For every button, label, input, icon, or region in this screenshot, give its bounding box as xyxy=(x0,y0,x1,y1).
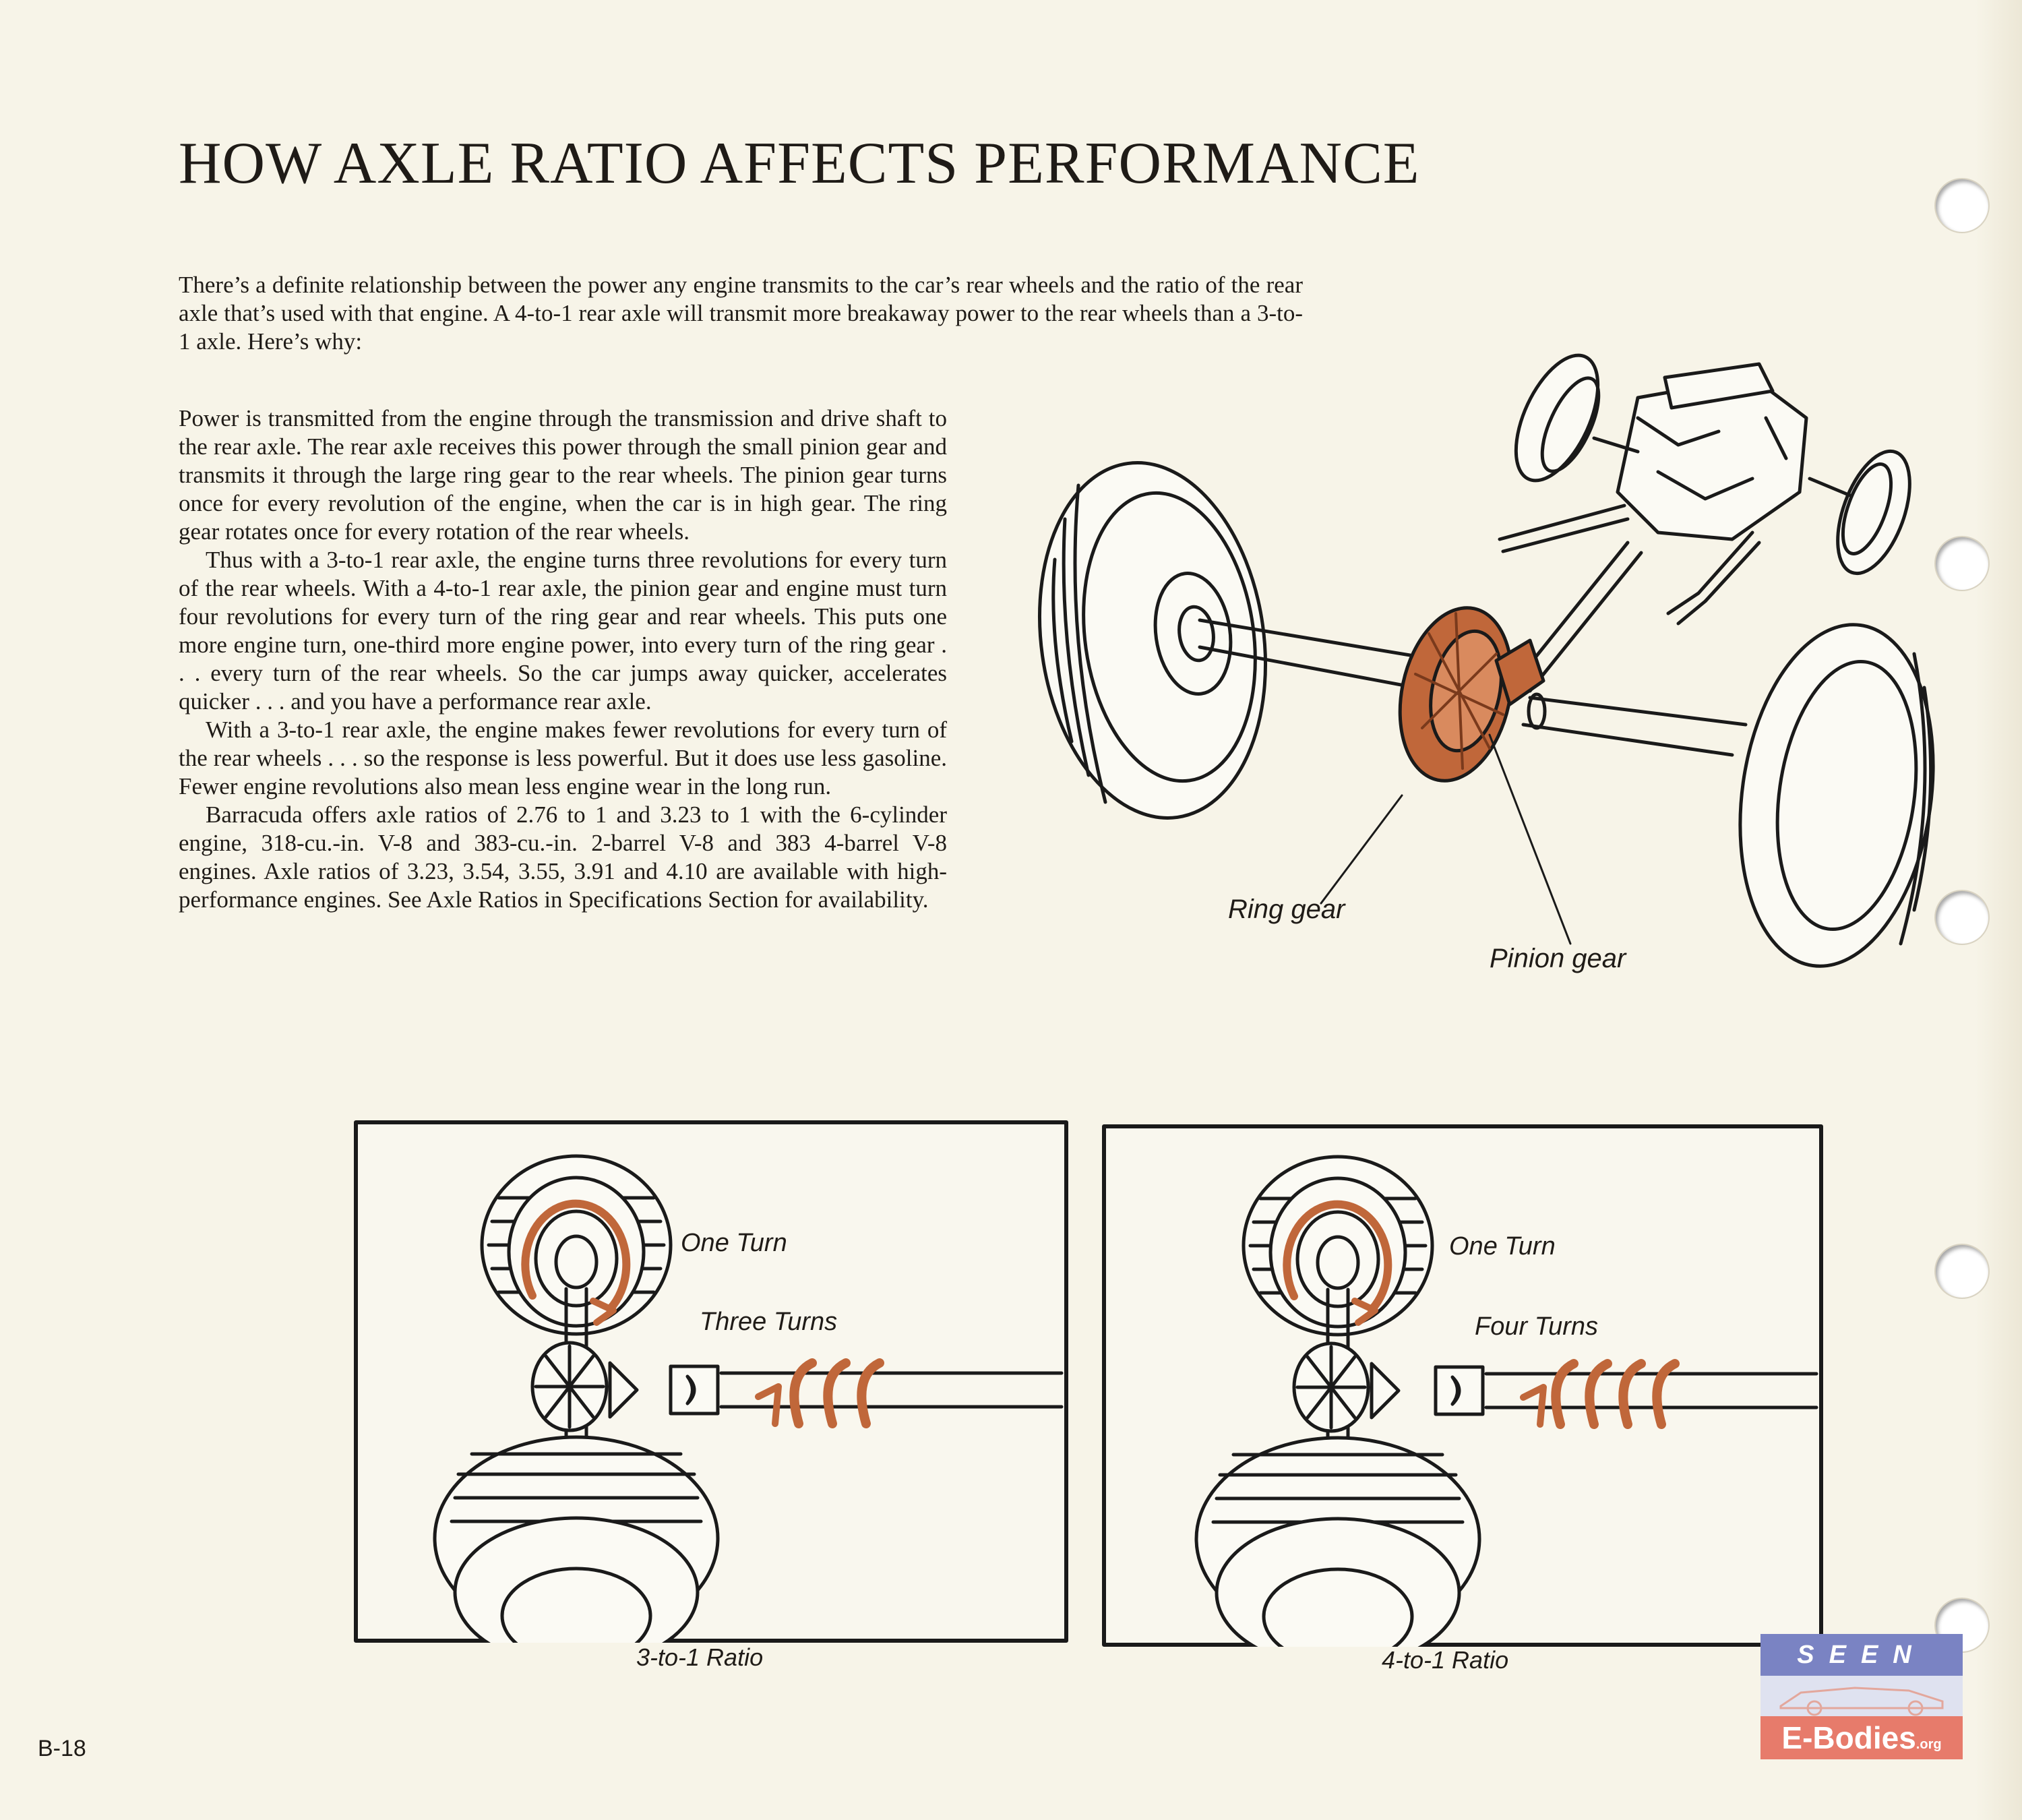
binder-hole xyxy=(1936,537,1988,590)
watermark-suffix: .org xyxy=(1916,1737,1942,1752)
body-paragraph: With a 3-to-1 rear axle, the engine make… xyxy=(179,717,947,799)
binder-hole xyxy=(1936,179,1988,232)
body-paragraph: Barracuda offers axle ratios of 2.76 to … xyxy=(179,801,947,913)
ratio-diagram-4-to-1 xyxy=(1102,1124,1823,1647)
diagram-2-bottom-label: Four Turns xyxy=(1475,1312,1599,1341)
watermark-logo: SEEN ON E-Bodies.org xyxy=(1760,1634,1963,1761)
drivetrain-illustration xyxy=(1037,353,1935,968)
diagram-1-caption: 3-to-1 Ratio xyxy=(636,1643,764,1671)
watermark-top: SEEN ON xyxy=(1760,1634,1963,1711)
body-paragraph: Power is transmitted from the engine thr… xyxy=(179,405,947,545)
binder-hole xyxy=(1936,891,1988,944)
watermark-car-icon xyxy=(1760,1676,1963,1716)
diagram-2-caption: 4-to-1 Ratio xyxy=(1382,1646,1509,1674)
watermark-brand: E-Bodies xyxy=(1781,1720,1916,1755)
ratio-diagram-3-to-1 xyxy=(354,1120,1068,1643)
diagram-1-top-label: One Turn xyxy=(681,1229,787,1257)
body-text: Power is transmitted from the engine thr… xyxy=(179,404,947,914)
page-title: HOW AXLE RATIO AFFECTS PERFORMANCE xyxy=(179,131,1420,196)
ring-gear-label: Ring gear xyxy=(1228,894,1345,924)
page-number: B-18 xyxy=(38,1736,86,1761)
diagram-2-top-label: One Turn xyxy=(1449,1232,1556,1261)
pinion-gear-label: Pinion gear xyxy=(1490,944,1626,973)
watermark-bottom: E-Bodies.org xyxy=(1760,1716,1963,1759)
intro-paragraph: There’s a definite relationship between … xyxy=(179,272,1303,355)
binder-hole xyxy=(1936,1245,1988,1298)
body-paragraph: Thus with a 3-to-1 rear axle, the engine… xyxy=(179,547,947,715)
diagram-1-bottom-label: Three Turns xyxy=(700,1308,838,1336)
